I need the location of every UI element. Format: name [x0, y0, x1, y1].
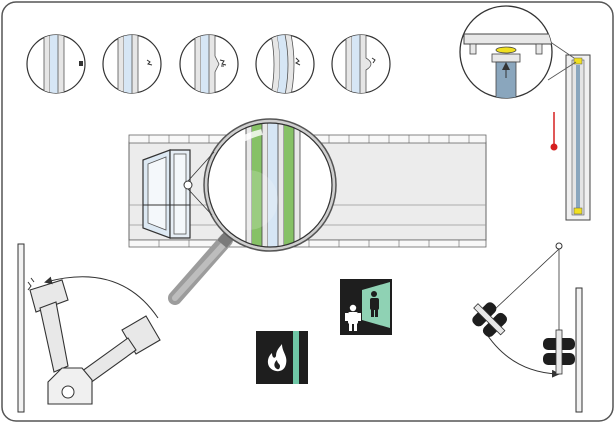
glass-door [142, 149, 193, 239]
person-exit-icon [345, 304, 361, 331]
resting-impactor [543, 329, 575, 375]
impact-stage-3 [179, 34, 239, 94]
impact-stage-1 [26, 34, 86, 94]
exit-sign [340, 279, 392, 335]
impact-sequence [26, 34, 391, 94]
pendulum-test [472, 242, 583, 413]
thermal-test-panel [459, 5, 591, 221]
fire-icon [267, 344, 287, 372]
thermometer-icon [550, 112, 558, 151]
impact-stage-5 [331, 34, 391, 94]
swung-impactor [472, 302, 508, 338]
impact-stage-4 [255, 34, 315, 94]
fire-rated-sign [256, 331, 308, 384]
impact-arm-test [17, 243, 161, 413]
impact-stage-2 [102, 34, 162, 94]
magnifier-icon [168, 118, 337, 305]
